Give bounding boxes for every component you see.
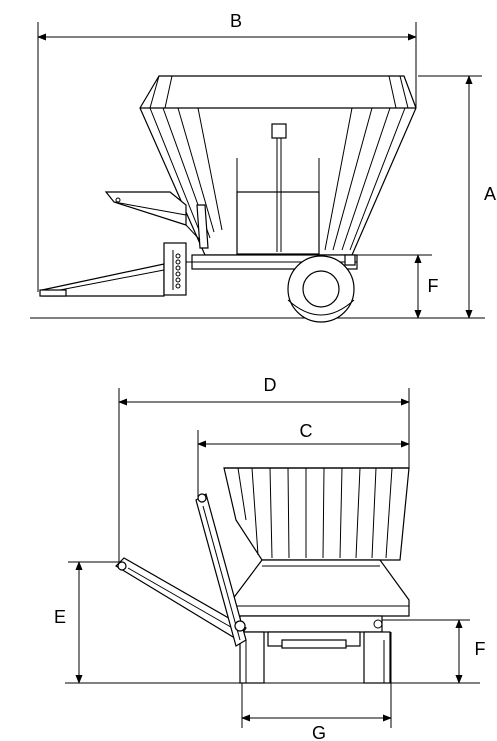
dimension-label-g: G (312, 723, 326, 741)
rear-view: D C E F G (54, 375, 486, 741)
wheel-side (287, 255, 355, 323)
dimension-label-a: A (484, 184, 496, 204)
dimension-label-f-side: F (428, 276, 439, 296)
mixer-hopper-side (139, 75, 417, 256)
chassis-rear (239, 615, 391, 684)
drawbar-side (39, 242, 196, 297)
discharge-door-rear (115, 493, 247, 647)
dimension-label-b: B (230, 11, 242, 31)
discharge-door-side (104, 191, 209, 249)
side-view: B A F (30, 11, 496, 323)
dimension-label-f-rear: F (475, 639, 486, 659)
dimension-label-e: E (54, 607, 66, 627)
mixer-hopper-rear (223, 467, 410, 617)
dimension-label-c: C (300, 421, 313, 441)
dimension-label-d: D (264, 375, 277, 395)
